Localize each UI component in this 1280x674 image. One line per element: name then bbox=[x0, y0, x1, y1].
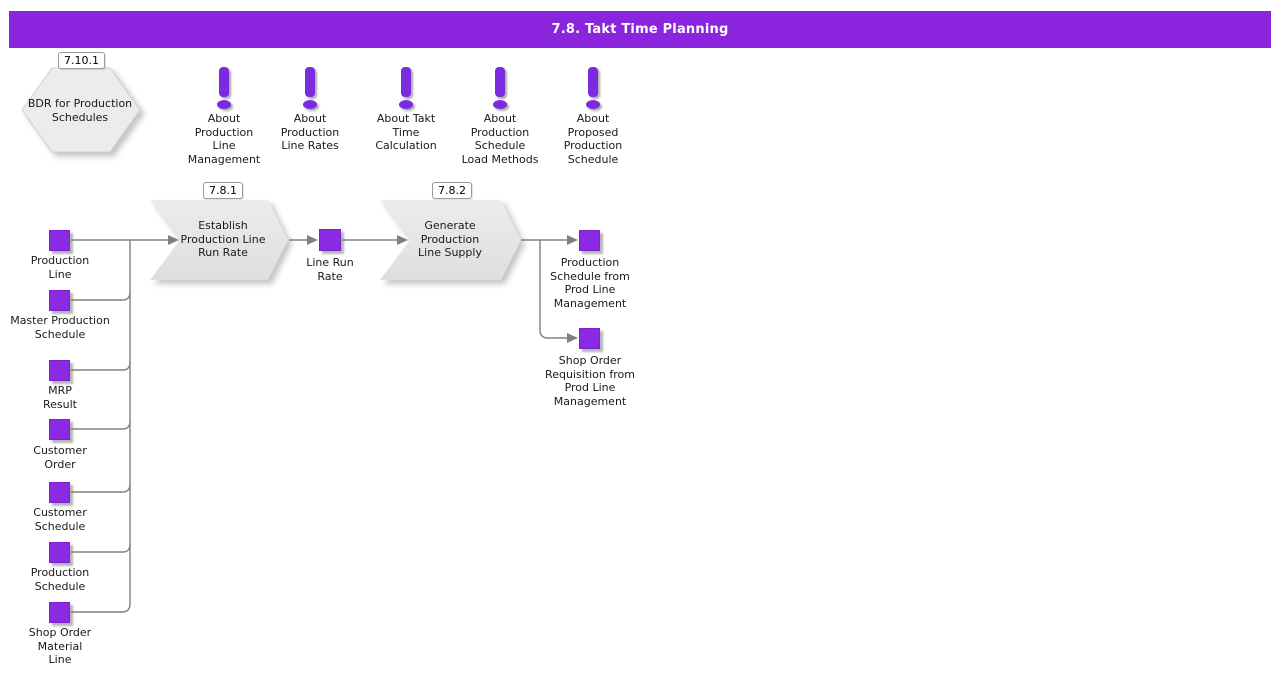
input-node[interactable] bbox=[49, 290, 70, 311]
exclamation-icon bbox=[219, 67, 229, 97]
intermediate-node-label: Line Run Rate bbox=[306, 256, 354, 283]
start-hexagon[interactable] bbox=[18, 64, 148, 159]
input-node-label: Customer Schedule bbox=[33, 506, 87, 533]
exclamation-icon bbox=[588, 67, 598, 97]
arrowhead-icons bbox=[168, 235, 578, 343]
exclamation-icon bbox=[305, 67, 315, 97]
input-node-label: Master Production Schedule bbox=[10, 314, 110, 341]
input-node[interactable] bbox=[49, 542, 70, 563]
input-node[interactable] bbox=[49, 482, 70, 503]
start-hexagon-badge: 7.10.1 bbox=[58, 52, 105, 69]
page-title: 7.8. Takt Time Planning bbox=[551, 22, 729, 37]
input-node-label: Shop Order Material Line bbox=[28, 626, 92, 666]
output-node[interactable] bbox=[579, 230, 600, 251]
info-icon[interactable] bbox=[298, 66, 322, 112]
start-hexagon-label: BDR for Production Schedules bbox=[27, 97, 133, 124]
input-node[interactable] bbox=[49, 360, 70, 381]
output-node[interactable] bbox=[579, 328, 600, 349]
process-badge: 7.8.2 bbox=[432, 182, 472, 199]
input-node[interactable] bbox=[49, 230, 70, 251]
info-icon-label: About Production Schedule Load Methods bbox=[461, 112, 539, 166]
process-label: Generate Production Line Supply bbox=[418, 219, 482, 259]
info-icon[interactable] bbox=[581, 66, 605, 112]
exclamation-icon bbox=[401, 67, 411, 97]
input-node[interactable] bbox=[49, 419, 70, 440]
input-node[interactable] bbox=[49, 602, 70, 623]
info-icon-label: About Takt Time Calculation bbox=[375, 112, 437, 152]
info-icon-label: About Proposed Production Schedule bbox=[563, 112, 623, 166]
info-icon-label: About Production Line Management bbox=[187, 112, 261, 166]
info-icon[interactable] bbox=[488, 66, 512, 112]
output-node-label: Production Schedule from Prod Line Manag… bbox=[550, 256, 630, 310]
info-icon[interactable] bbox=[394, 66, 418, 112]
info-icon-label: About Production Line Rates bbox=[280, 112, 340, 152]
input-node-label: Production Schedule bbox=[30, 566, 90, 593]
process-badge: 7.8.1 bbox=[203, 182, 243, 199]
exclamation-icon bbox=[495, 67, 505, 97]
intermediate-node[interactable] bbox=[319, 229, 341, 251]
input-node-label: Customer Order bbox=[33, 444, 87, 471]
process-chevron[interactable] bbox=[375, 195, 535, 290]
process-chevron[interactable] bbox=[145, 195, 300, 290]
info-icon[interactable] bbox=[212, 66, 236, 112]
input-node-label: MRP Result bbox=[43, 384, 77, 411]
page-title-bar: 7.8. Takt Time Planning bbox=[9, 11, 1271, 48]
input-node-label: Production Line bbox=[30, 254, 90, 281]
process-label: Establish Production Line Run Rate bbox=[180, 219, 266, 259]
output-node-label: Shop Order Requisition from Prod Line Ma… bbox=[545, 354, 635, 408]
